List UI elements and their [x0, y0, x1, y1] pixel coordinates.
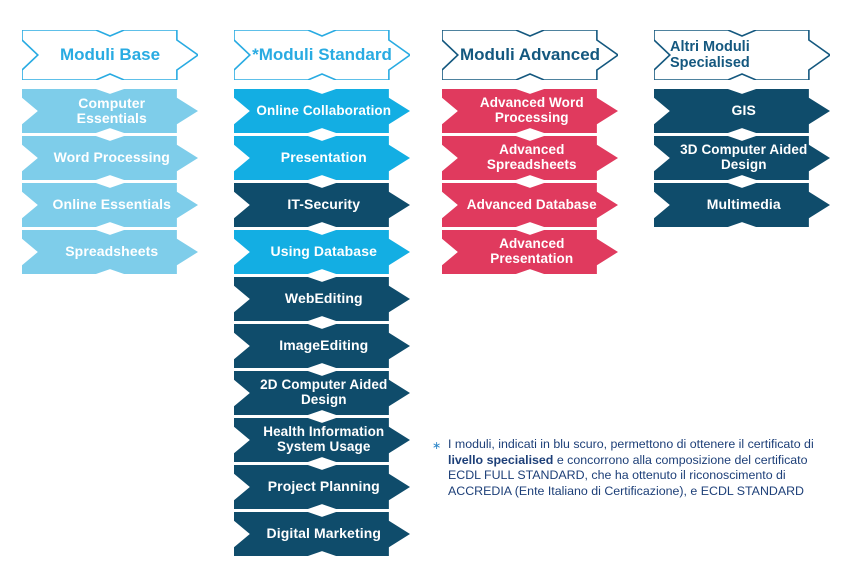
module-chip-label: ImageEditing	[279, 337, 369, 354]
module-chip-label: Advanced Presentation	[490, 236, 574, 266]
module-chip[interactable]: Health Information System Usage	[234, 418, 410, 462]
header-outline-shape	[22, 30, 198, 80]
footnote-asterisk-icon: ∗	[432, 440, 442, 452]
header-outline-shape	[234, 30, 410, 80]
module-chip[interactable]: Online Collaboration	[234, 89, 410, 133]
module-chip-label: Multimedia	[706, 196, 781, 213]
column-header-moduli-base: Moduli Base	[22, 30, 198, 80]
module-chip[interactable]: Using Database	[234, 230, 410, 274]
module-chip-label: Presentation	[280, 149, 367, 166]
module-chip-label: GIS	[731, 102, 756, 119]
column-header-altri-moduli-specialised: Altri Moduli Specialised	[654, 30, 830, 80]
module-chip-label: IT-Security	[287, 196, 361, 213]
module-chip[interactable]: Presentation	[234, 136, 410, 180]
module-chip-label: Online Essentials	[52, 196, 171, 213]
module-chip[interactable]: Computer Essentials	[22, 89, 198, 133]
module-chip[interactable]: ImageEditing	[234, 324, 410, 368]
header-outline-shape	[654, 30, 830, 80]
module-chip[interactable]: IT-Security	[234, 183, 410, 227]
module-chip[interactable]: Project Planning	[234, 465, 410, 509]
module-chip-label: Spreadsheets	[65, 243, 159, 260]
module-chip[interactable]: Advanced Spreadsheets	[442, 136, 618, 180]
module-chip-label: 2D Computer Aided Design	[260, 377, 388, 407]
module-chip-label: Using Database	[270, 243, 377, 260]
header-outline-shape	[442, 30, 618, 80]
module-chip[interactable]: Multimedia	[654, 183, 830, 227]
module-chip-label: Advanced Word Processing	[479, 95, 584, 125]
module-chip[interactable]: 2D Computer Aided Design	[234, 371, 410, 415]
column-header-moduli-standard: *Moduli Standard	[234, 30, 410, 80]
module-chip-label: Advanced Spreadsheets	[486, 142, 577, 172]
footnote: ∗ I moduli, indicati in blu scuro, perme…	[432, 437, 836, 499]
module-chip[interactable]: Advanced Database	[442, 183, 618, 227]
module-chip[interactable]: Advanced Presentation	[442, 230, 618, 274]
module-chip-label: Online Collaboration	[256, 102, 392, 118]
module-chip-label: 3D Computer Aided Design	[680, 142, 808, 172]
module-chip[interactable]: GIS	[654, 89, 830, 133]
module-chip[interactable]: Advanced Word Processing	[442, 89, 618, 133]
module-chip-label: Health Information System Usage	[263, 424, 385, 454]
module-chip-label: Project Planning	[267, 478, 380, 495]
module-chip-label: Word Processing	[53, 149, 170, 166]
module-chip[interactable]: Digital Marketing	[234, 512, 410, 556]
module-chip-label: WebEditing	[284, 290, 363, 307]
module-chip[interactable]: 3D Computer Aided Design	[654, 136, 830, 180]
footnote-bold-phrase: livello specialised	[448, 452, 554, 467]
footnote-text: I moduli, indicati in blu scuro, permett…	[448, 437, 814, 498]
column-header-moduli-advanced: Moduli Advanced	[442, 30, 618, 80]
module-chip-label: Computer Essentials	[76, 94, 147, 126]
module-chip[interactable]: WebEditing	[234, 277, 410, 321]
module-chip[interactable]: Online Essentials	[22, 183, 198, 227]
module-chip-label: Advanced Database	[466, 196, 597, 212]
module-chip[interactable]: Word Processing	[22, 136, 198, 180]
module-chip-label: Digital Marketing	[266, 525, 381, 542]
module-chip[interactable]: Spreadsheets	[22, 230, 198, 274]
